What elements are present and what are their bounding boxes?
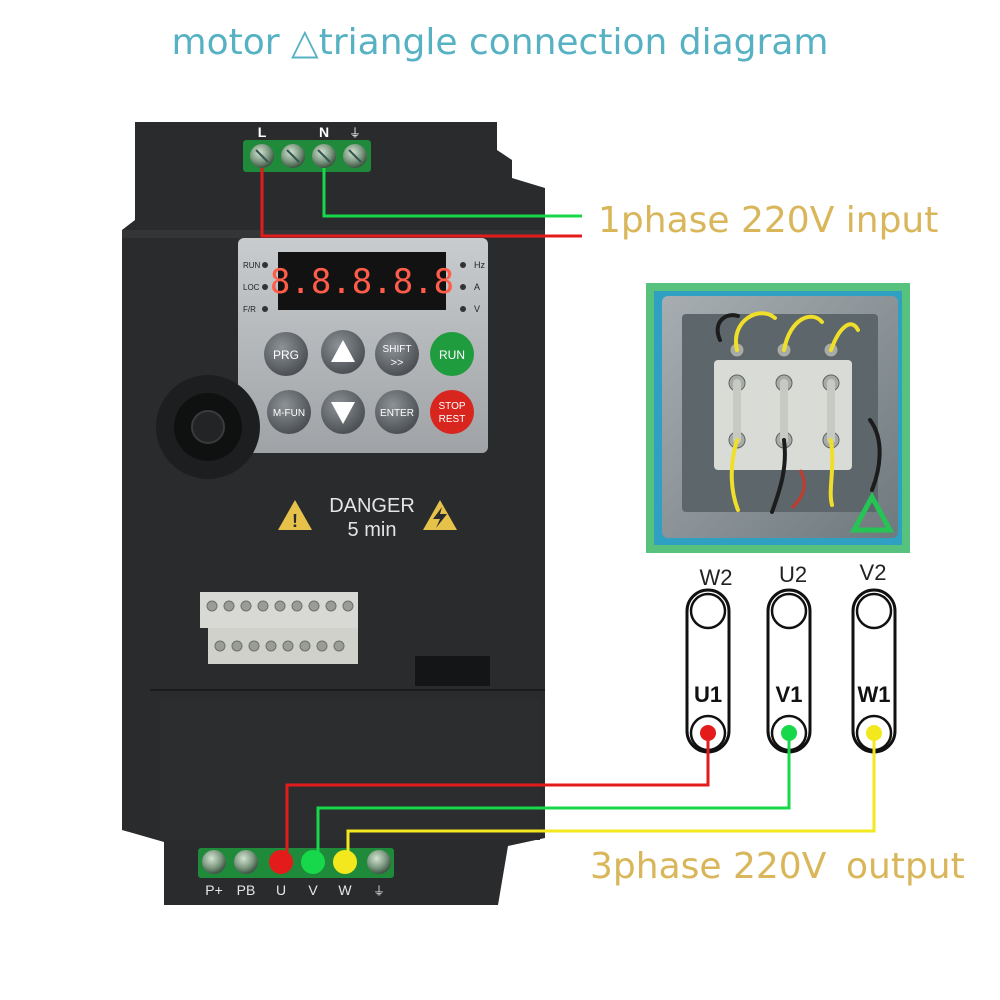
led-fr-label: F/R <box>243 305 256 314</box>
output-wires <box>285 741 876 854</box>
led-display <box>278 252 446 310</box>
winding-u1-label: U1 <box>694 682 722 707</box>
terminal-pb-label: PB <box>237 882 256 898</box>
control-terminal-block <box>200 592 490 686</box>
danger-time-label: 5 min <box>348 519 397 541</box>
led-hz-label: Hz <box>474 260 485 270</box>
prg-button-label: PRG <box>273 348 299 362</box>
led-fr-indicator <box>262 306 268 312</box>
output-label-voltage: 3phase 220V <box>590 846 827 887</box>
led-run-label: RUN <box>243 261 261 270</box>
terminal-l-label: L <box>258 124 267 140</box>
led-hz-indicator <box>460 262 466 268</box>
enter-button-label: ENTER <box>380 408 414 419</box>
delta-symbol-icon <box>849 491 895 533</box>
keypad-panel: 8.8.8.8.8 RUN LOC F/R Hz A V PRG SHIFT >… <box>238 238 488 453</box>
led-v-label: V <box>474 304 480 314</box>
mfun-button-label: M-FUN <box>273 408 305 419</box>
input-terminal-block <box>243 140 371 172</box>
terminal-w-label: W <box>338 882 352 898</box>
led-a-indicator <box>460 284 466 290</box>
screw-u-icon[interactable] <box>269 850 293 874</box>
winding-w2-label: W2 <box>700 565 733 590</box>
enter-button[interactable]: ENTER <box>375 390 419 434</box>
led-loc-label: LOC <box>243 283 260 292</box>
winding-u2-label: U2 <box>779 562 807 587</box>
stop-button-label: STOP <box>438 401 465 412</box>
reset-button-label: REST <box>439 414 466 425</box>
danger-warning: ! DANGER 5 min <box>278 495 457 541</box>
warning-triangle-icon <box>278 500 312 530</box>
terminal-pplus-label: P+ <box>205 882 223 898</box>
shift-button-arrows: >> <box>391 357 404 369</box>
prg-button[interactable]: PRG <box>264 332 308 376</box>
shift-button[interactable]: SHIFT >> <box>375 332 419 376</box>
input-wires <box>260 168 582 238</box>
danger-label: DANGER <box>329 495 415 517</box>
display-readout: 8.8.8.8.8 <box>270 262 454 302</box>
motor-terminal-box-photo <box>646 283 910 553</box>
screw-pb-icon[interactable] <box>234 850 258 874</box>
screw-w-icon[interactable] <box>333 850 357 874</box>
terminal-v1-dot <box>781 725 797 741</box>
led-loc-indicator <box>262 284 268 290</box>
speed-knob[interactable] <box>156 375 260 479</box>
terminal-n-label: N <box>319 124 329 140</box>
mfun-button[interactable]: M-FUN <box>267 390 311 434</box>
page-title: motor △triangle connection diagram <box>171 22 829 63</box>
led-v-indicator <box>460 306 466 312</box>
run-button[interactable]: RUN <box>430 332 474 376</box>
led-run-indicator <box>262 262 268 268</box>
winding-v1-label: V1 <box>776 682 803 707</box>
winding-w1-label: W1 <box>858 682 891 707</box>
output-terminal-block <box>198 848 394 878</box>
svg-text:!: ! <box>292 511 298 531</box>
winding-schematic <box>685 588 897 754</box>
run-button-label: RUN <box>439 348 465 362</box>
down-arrow-icon <box>331 402 355 424</box>
terminal-v-label: V <box>308 882 318 898</box>
screw-ground-out-icon[interactable] <box>367 850 391 874</box>
terminal-w1-dot <box>866 725 882 741</box>
terminal-ground-out-label: ⏚ <box>373 884 385 898</box>
screw-v-icon[interactable] <box>301 850 325 874</box>
input-label: 1phase 220V input <box>598 200 939 241</box>
shift-button-label: SHIFT <box>383 344 412 355</box>
winding-v2-label: V2 <box>860 560 887 585</box>
down-button[interactable] <box>321 390 365 434</box>
stop-reset-button[interactable]: STOP REST <box>430 390 474 434</box>
led-a-label: A <box>474 282 480 292</box>
screw-pplus-icon[interactable] <box>202 850 226 874</box>
terminal-ground-label: ⏚ <box>349 126 361 140</box>
terminal-u1-dot <box>700 725 716 741</box>
output-label-word: output <box>846 846 965 887</box>
terminal-u-label: U <box>276 882 286 898</box>
up-arrow-icon <box>331 340 355 362</box>
up-button[interactable] <box>321 330 365 374</box>
